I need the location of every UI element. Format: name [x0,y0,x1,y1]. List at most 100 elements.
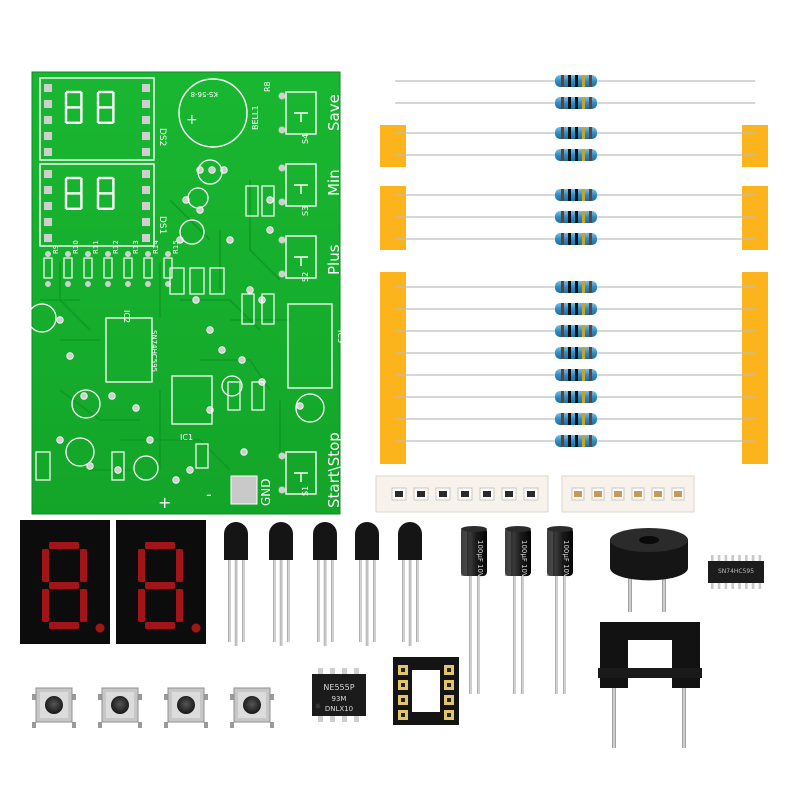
resistor [395,127,755,139]
pcb-label-resistor: R9 [52,245,60,254]
smd-ic-marking: SN74HC595 [718,568,754,575]
resistor [395,75,755,87]
capacitor-marking: 100μF 10V [562,540,570,578]
pcb-label-resistor: R10 [72,240,80,254]
resistor [395,325,755,337]
smd-capacitor [594,491,602,497]
smd-ic-chip: SN74HC595 [708,555,764,589]
pcb-display-footprint-ds2: DS2 [39,77,167,161]
pcb-label-resistor: R15 [172,240,180,254]
pcb-display-footprint-ds1: DS1 [39,163,167,247]
capacitor-marking: 100μF 10V [520,540,528,578]
pcb-plus-sign: + [158,493,171,512]
buzzer [610,528,688,612]
resistor [395,303,755,315]
pcb-gnd-pad [230,475,258,505]
transistor [269,522,293,646]
pcb-label-s4: S4 [301,134,310,144]
seven-segment-display [116,520,206,644]
smd-capacitor [634,491,642,497]
pcb-ic2-footprint [105,317,153,383]
electrolytic-capacitor: 100μF 10V [547,526,573,694]
smd-capacitor [574,491,582,497]
tape-right-1 [742,125,768,167]
resistor [395,281,755,293]
resistor [395,391,755,403]
smd-resistor [461,491,469,497]
tape-left-3 [380,272,406,464]
resistor [395,435,755,447]
pcb-ic1-footprint [171,375,213,425]
pcb-label-plus: Plus [325,244,343,275]
smd-strip-left [375,475,549,513]
ic-socket [393,657,459,725]
smd-resistor [483,491,491,497]
pcb-label-resistor: R12 [112,240,120,254]
resistor [395,97,755,109]
transistor [398,522,422,646]
pcb-gnd-label: GND [259,478,273,506]
pcb-label-r8: R8 [263,81,272,92]
pcb-label-ic2: IC2 [122,310,131,323]
pcb-board: DS2 DS1 + KS-56-8 IC2 SN74HC595 IC1 IC3 … [27,71,345,515]
resistor [395,413,755,425]
pcb-plus-mark: + [186,112,198,128]
ne555-marking-1: NE555P [323,683,354,692]
pcb-label-ic3: IC3 [336,330,345,343]
pcb-label-ic2-part: SN74HC595 [150,330,158,372]
pcb-label-s1: S1 [301,486,310,496]
transistor [224,522,248,646]
electrolytic-capacitor: 100μF 10V [505,526,531,694]
ne555-marking-2: 93M [332,695,347,703]
tape-right-2 [742,186,768,250]
pcb-label-s2: S2 [301,272,310,282]
resistor [395,369,755,381]
optical-sensor [598,622,702,748]
resistor-tapes [380,75,768,464]
pcb-label-resistor: R11 [92,240,100,254]
pcb-minus-sign: - [206,485,212,504]
transistor [313,522,337,646]
pcb-label-resistor: R14 [152,240,160,254]
pcb-label-buzzer: KS-56-8 [191,90,218,98]
tactile-button [32,687,76,728]
smd-resistor [395,491,403,497]
pcb-label-ic1: IC1 [180,433,193,442]
pcb-label-ds2: DS2 [157,128,167,146]
smd-resistor [417,491,425,497]
tactile-button [230,687,274,728]
resistor [395,233,755,245]
resistor [395,149,755,161]
pcb-label-min: Min [325,169,343,196]
tape-right-3 [742,272,768,464]
smd-capacitor [614,491,622,497]
pcb-label-start-stop: Start\Stop [325,432,343,508]
seven-segment-display [20,520,110,644]
ne555-marking-3: DNLX10 [325,705,353,713]
resistor [395,189,755,201]
smd-capacitor [654,491,662,497]
tactile-button [164,687,208,728]
pcb-ic3-footprint [287,303,333,389]
tape-left-1 [380,125,406,167]
smd-strip-right [561,475,695,513]
pcb-buzzer-footprint: + KS-56-8 [178,78,248,148]
resistor [395,347,755,359]
tape-left-2 [380,186,406,250]
smd-resistor [527,491,535,497]
smd-capacitor [674,491,682,497]
pcb-label-ds1: DS1 [157,216,167,234]
capacitor-marking: 100μF 10V [476,540,484,578]
tactile-button [98,687,142,728]
resistor [395,211,755,223]
smd-resistor [439,491,447,497]
transistor [355,522,379,646]
ne555-chip: NE555P 93M DNLX10 [312,668,366,722]
pcb-label-bell: BELL1 [251,105,260,130]
smd-resistor [505,491,513,497]
pcb-label-resistor: R13 [132,240,140,254]
electrolytic-capacitor: 100μF 10V [461,526,487,694]
pcb-label-save: Save [325,94,343,131]
pcb-label-s3: S3 [301,206,310,216]
